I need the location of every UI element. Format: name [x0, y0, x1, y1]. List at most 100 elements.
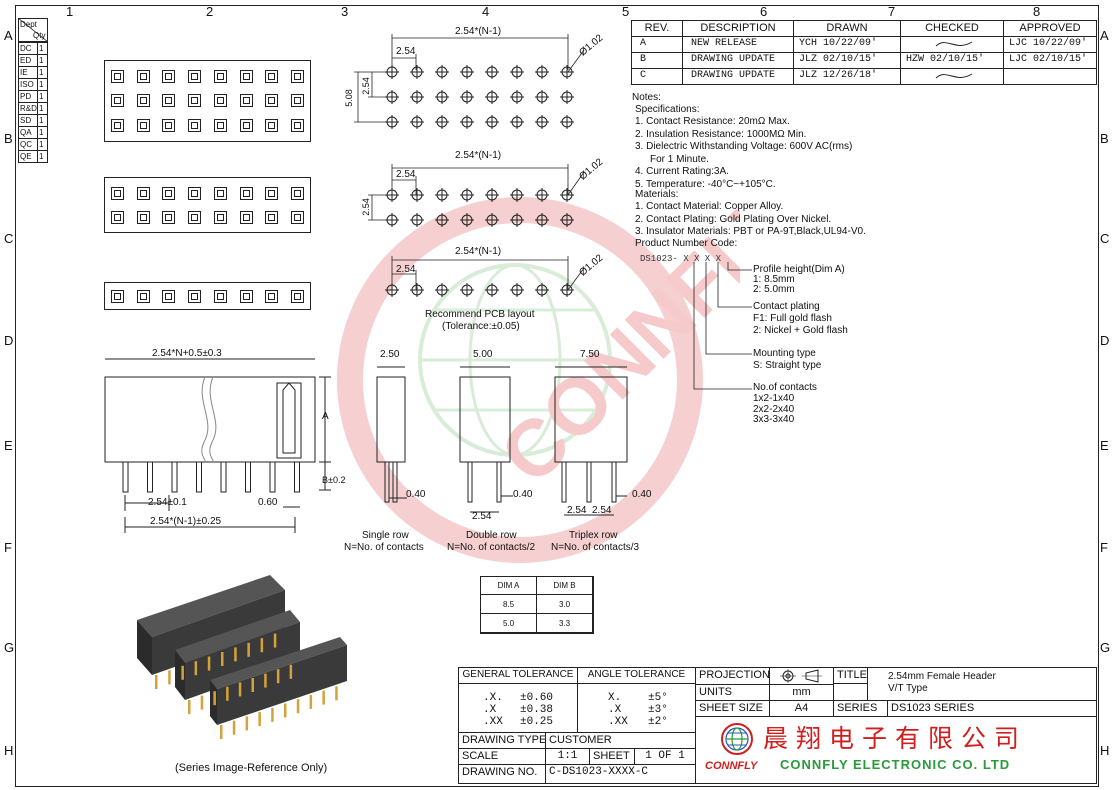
photo-pin	[273, 633, 277, 648]
gen-tol-value: ±0.38	[520, 704, 554, 716]
contact-cavity	[136, 119, 150, 133]
photo-pin	[200, 695, 204, 710]
dim-table-header: DIM A	[480, 576, 537, 595]
front-dim-b: B±0.2	[322, 475, 346, 485]
side-width-dim: 7.50	[580, 349, 600, 360]
gen-tol-key: .X	[483, 704, 497, 716]
contact-cavity	[111, 210, 124, 224]
dept-code: QE	[18, 150, 38, 163]
material-line: 3. Insulator Materials: PBT or PA-9T,Bla…	[635, 226, 866, 237]
front-total-dim: 2.54*N+0.5±0.3	[152, 348, 222, 359]
front-pin	[196, 461, 202, 493]
dim-table-cell: 3.3	[536, 613, 593, 633]
front-pitch-dim: 2.54±0.1	[148, 497, 187, 508]
units-value: mm	[769, 684, 834, 701]
contact-cavity	[239, 186, 253, 200]
row-letter: B	[4, 131, 13, 146]
contact-cavity	[111, 119, 124, 133]
photo-pin	[226, 686, 229, 701]
series-value: DS1023 SERIES	[887, 700, 1097, 717]
rev-cell: B	[631, 52, 683, 69]
material-line: 1. Contact Material: Copper Alloy.	[635, 201, 784, 212]
photo-pin	[238, 682, 242, 697]
row-letter: B	[1100, 131, 1109, 146]
pn-profile-opt: 1: 8.5mm	[753, 274, 795, 285]
side-view-subtitle: N=No. of contacts/2	[447, 542, 536, 553]
contact-cavity	[290, 94, 304, 108]
contact-cavity	[162, 94, 176, 108]
side-view-subtitle: N=No. of contacts/3	[551, 542, 640, 553]
rev-cell: YCH 10/22/09'	[793, 36, 901, 53]
gen-tol-key: .X.	[483, 692, 503, 704]
row-letter: H	[4, 743, 14, 758]
drawing-type-label: DRAWING TYPE	[458, 732, 546, 749]
scale-label: SCALE	[458, 748, 546, 765]
rev-header: DRAWN	[793, 20, 901, 37]
contact-cavity	[213, 119, 227, 133]
ang-tol-key: .XX	[608, 716, 628, 728]
contact-cavity	[265, 289, 279, 303]
rev-cell: A	[631, 36, 683, 53]
ang-tol-title: ANGLE TOLERANCE	[577, 667, 696, 684]
gen-tol-box	[458, 683, 578, 733]
front-pin	[122, 461, 129, 493]
contact-cavity	[162, 119, 176, 133]
notes-title: Notes:	[632, 92, 661, 103]
side-view-subtitle: N=No. of contacts	[344, 542, 424, 553]
col-number: 3	[341, 4, 349, 19]
side-width-dim: 5.00	[473, 349, 493, 360]
company-cell	[695, 716, 1097, 784]
photo-pin	[194, 661, 198, 676]
row-letter: F	[1100, 540, 1108, 555]
pcb-span-label: 2.54*(N-1)	[455, 26, 502, 37]
top-view-triple-row	[104, 60, 311, 142]
side-pitch-dim: 2.54	[472, 511, 492, 522]
photo-pin	[168, 670, 171, 685]
pcb-span-label: 2.54*(N-1)	[455, 150, 502, 161]
dim-table-cell: 5.0	[480, 613, 537, 633]
contact-cavity	[188, 69, 202, 83]
top-view-double-row	[104, 177, 311, 233]
contact-cavity	[162, 186, 176, 200]
front-span-dim: 2.54*(N-1)±0.25	[150, 516, 222, 527]
front-pin	[171, 461, 178, 493]
pn-mount-opt: S: Straight type	[753, 360, 822, 371]
rev-cell: HZW 02/10/15'	[900, 52, 1004, 69]
contact-cavity	[265, 69, 279, 83]
side-view-title: Single row	[362, 530, 409, 541]
front-pin	[245, 461, 251, 493]
row-letter: G	[4, 640, 15, 655]
contact-cavity	[136, 69, 150, 83]
pn-profile-opt: 2: 5.0mm	[753, 284, 795, 295]
ang-tol-value: ±3°	[648, 704, 668, 716]
pin-row	[111, 94, 304, 108]
contact-cavity	[162, 289, 176, 303]
photo-pin	[247, 642, 250, 657]
photo-pin	[245, 716, 249, 731]
photo-pin	[258, 712, 261, 727]
front-pin	[147, 461, 153, 493]
sheet-size-label: SHEET SIZE	[695, 700, 770, 717]
photo-pin	[264, 673, 267, 688]
contact-cavity	[111, 186, 124, 200]
sheet-value: 1 OF 1	[634, 748, 696, 765]
spec-line: For 1 Minute.	[650, 153, 709, 165]
row-letter: A	[1100, 28, 1109, 43]
front-pin-dim: 0.60	[258, 497, 278, 508]
image-caption: (Series Image-Reference Only)	[175, 762, 328, 774]
contact-cavity	[290, 289, 304, 303]
col-number: 2	[206, 4, 214, 19]
drawing-frame	[15, 5, 1099, 787]
row-letter: C	[1100, 231, 1110, 246]
spec-line: 4. Current Rating:3A.	[635, 166, 729, 177]
title-label: TITLE	[833, 667, 868, 684]
pn-profile-title: Profile height(Dim A)	[753, 264, 845, 275]
col-number: 4	[482, 4, 490, 19]
col-number: 7	[888, 4, 896, 19]
contact-cavity	[265, 210, 279, 224]
units-label: UNITS	[695, 684, 770, 701]
contact-cavity	[188, 210, 202, 224]
pn-mount-title: Mounting type	[753, 348, 816, 359]
photo-pin	[220, 725, 223, 739]
